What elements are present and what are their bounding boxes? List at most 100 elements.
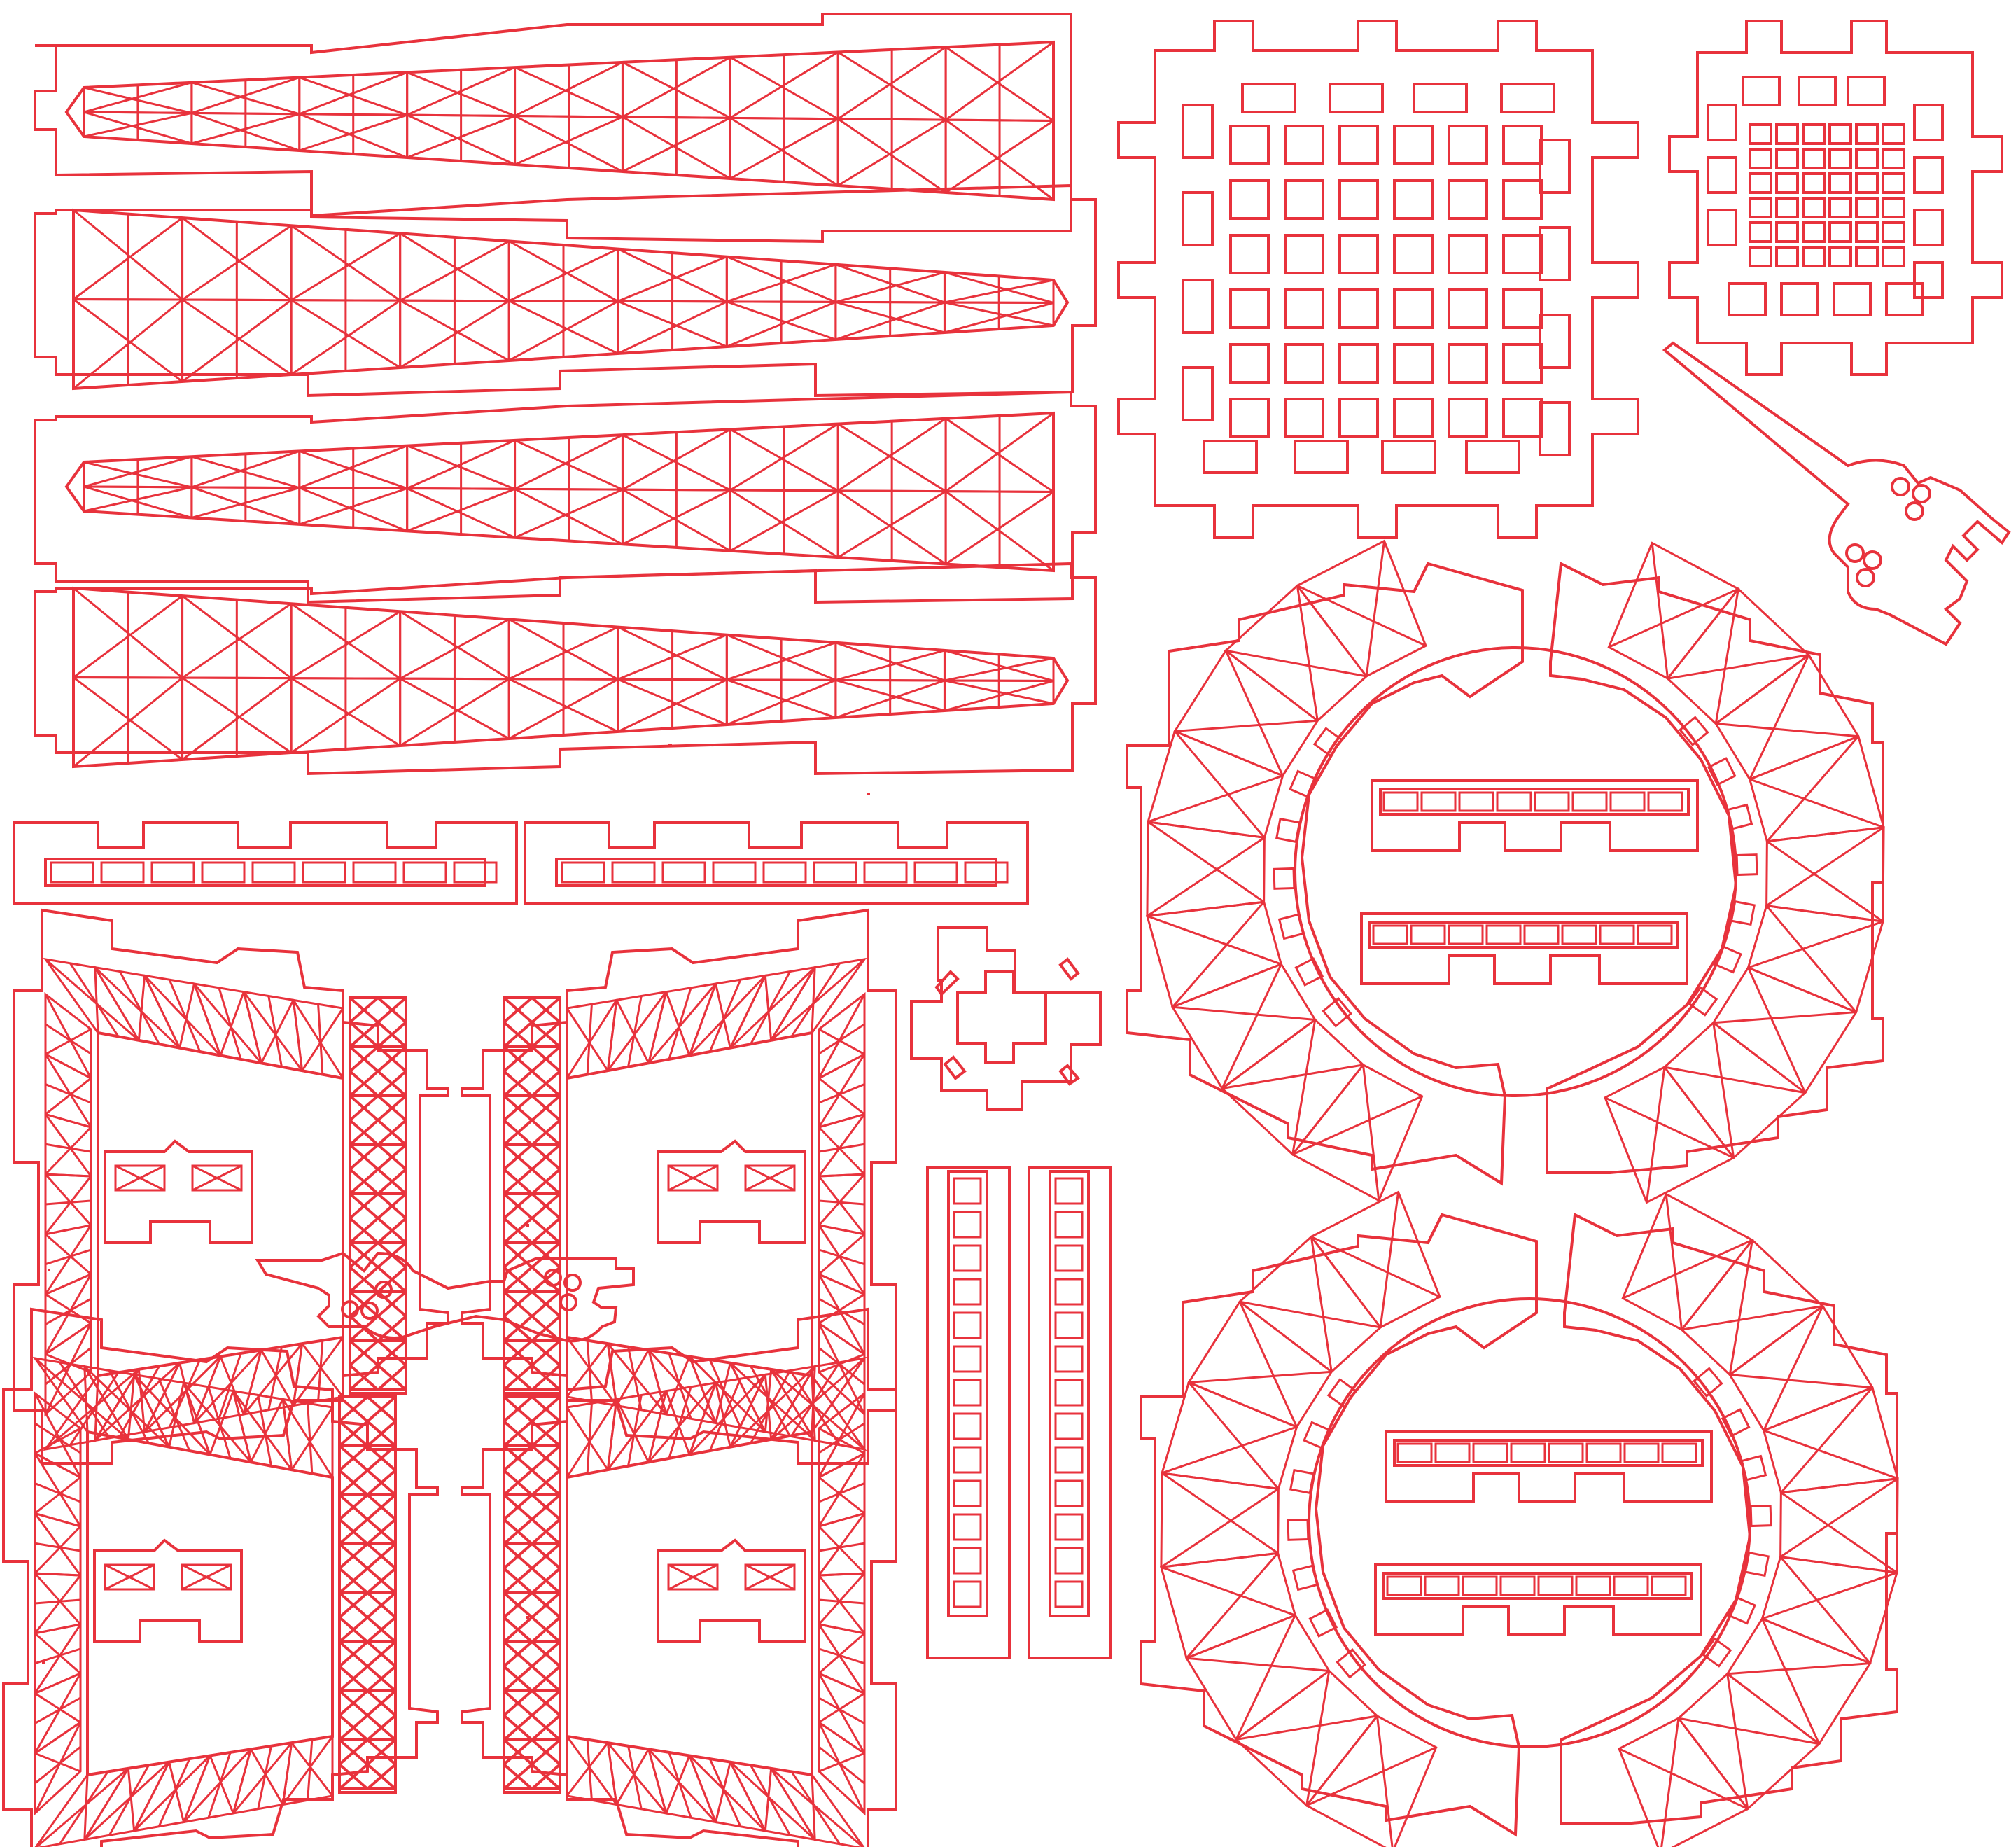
grid-cell xyxy=(1856,149,1877,168)
grid-cell xyxy=(1504,181,1541,218)
cross-joiner xyxy=(911,928,1100,1110)
ring-slot xyxy=(1729,1598,1755,1624)
grid-cell xyxy=(1340,344,1378,382)
grid-cell xyxy=(1231,126,1268,164)
vertical-slotted-strip xyxy=(927,1168,1009,1658)
deck-strip-outline xyxy=(14,823,517,903)
ring-slot xyxy=(1751,1506,1771,1526)
ring-truss xyxy=(1147,541,1884,1203)
vertical-slotted-strip xyxy=(1029,1168,1111,1658)
oval-ring-platforms-group xyxy=(1127,541,1898,1847)
deck-slot xyxy=(713,863,755,882)
grid-slot xyxy=(1782,284,1818,315)
arch-base-panel xyxy=(14,910,448,1463)
grid-cell xyxy=(1777,223,1798,242)
grid-cell xyxy=(1803,247,1824,266)
ring-slot xyxy=(1323,998,1350,1026)
grid-cell xyxy=(1883,223,1904,242)
strip-slot xyxy=(1056,1481,1082,1506)
deck-slot xyxy=(202,863,244,882)
ring-slot xyxy=(1742,1456,1765,1480)
arch-panel-window xyxy=(98,1033,343,1376)
strip-slot xyxy=(1056,1346,1082,1372)
arch-base-panels-group xyxy=(4,910,896,1847)
ring-slot xyxy=(1680,718,1707,745)
ring-slot xyxy=(1274,868,1294,888)
ring-slotted-bar xyxy=(1362,914,1687,984)
ring-slot xyxy=(1280,914,1303,938)
oval-ring-platform xyxy=(1141,1192,1898,1847)
ring-slot xyxy=(1732,902,1755,925)
ring-truss xyxy=(1161,1192,1898,1847)
strip-slot xyxy=(954,1481,981,1506)
ring-slotted-bar xyxy=(1376,1565,1701,1635)
grid-cell xyxy=(1285,181,1323,218)
deck-strip xyxy=(525,823,1028,903)
cut-sheet-marks xyxy=(42,744,870,1664)
grid-cell xyxy=(1883,149,1904,168)
grid-cell xyxy=(1504,290,1541,328)
arch-base-panel xyxy=(462,910,896,1463)
arch-panel-outline xyxy=(462,1309,896,1847)
grid-slot xyxy=(1886,284,1923,315)
ring-slotted-bar xyxy=(1386,1432,1712,1502)
ring-slot xyxy=(1715,947,1741,973)
deck-slot xyxy=(612,863,654,882)
grid-slot xyxy=(1466,441,1519,473)
grid-slot xyxy=(1183,368,1212,420)
grid-cell xyxy=(1504,126,1541,164)
grid-cell xyxy=(1231,399,1268,437)
arch-panel-window xyxy=(567,1033,812,1376)
grid-slot xyxy=(1204,441,1256,473)
arch-panel-notch xyxy=(105,1141,252,1243)
arch-panel-outline xyxy=(462,910,896,1463)
grid-cell xyxy=(1830,149,1851,168)
grid-cell xyxy=(1231,181,1268,218)
grid-slot xyxy=(1183,280,1212,333)
grid-cell xyxy=(1340,126,1378,164)
ring-slot xyxy=(1746,1553,1769,1576)
deck-slot xyxy=(454,863,496,882)
grid-slot xyxy=(1183,105,1212,158)
strip-slot xyxy=(1056,1178,1082,1204)
leg-panel-outline xyxy=(35,14,1071,242)
grid-cell xyxy=(1231,344,1268,382)
grid-cell xyxy=(1394,181,1432,218)
deck-slot xyxy=(404,863,446,882)
grid-cell xyxy=(1394,399,1432,437)
ring-slot xyxy=(1728,805,1751,829)
strip-outline xyxy=(927,1168,1009,1658)
ring-slot xyxy=(1689,988,1716,1015)
strip-slot xyxy=(1056,1279,1082,1304)
grid-slot xyxy=(1382,441,1435,473)
ring-slot xyxy=(1329,1379,1356,1407)
arch-panel-crosshatch xyxy=(504,1397,560,1792)
grid-cell xyxy=(1803,174,1824,193)
deck-slot xyxy=(814,863,856,882)
grid-cell xyxy=(1883,247,1904,266)
grid-slot xyxy=(1914,105,1942,140)
grid-cell xyxy=(1750,223,1771,242)
ring-opening xyxy=(1309,1299,1750,1747)
arch-base-panel xyxy=(462,1309,896,1847)
ring-slot xyxy=(1296,959,1322,985)
strip-slot xyxy=(954,1178,981,1204)
grid-cell xyxy=(1750,247,1771,266)
grid-cell xyxy=(1750,125,1771,144)
grid-slot xyxy=(1914,263,1942,298)
ring-slot xyxy=(1337,1650,1364,1677)
grid-cell xyxy=(1830,223,1851,242)
deck-slot xyxy=(965,863,1007,882)
arch-panel-outline xyxy=(4,1309,438,1847)
grid-cell xyxy=(1856,174,1877,193)
strip-slot xyxy=(1056,1447,1082,1472)
strip-slot xyxy=(954,1548,981,1573)
ring-right-half xyxy=(1561,1215,1897,1824)
grid-cell xyxy=(1449,126,1487,164)
grid-cell xyxy=(1777,174,1798,193)
ring-slot xyxy=(1694,1369,1721,1396)
grid-slot xyxy=(1540,403,1569,455)
grid-cell xyxy=(1750,174,1771,193)
ring-slot xyxy=(1737,855,1757,875)
grid-cell xyxy=(1777,247,1798,266)
